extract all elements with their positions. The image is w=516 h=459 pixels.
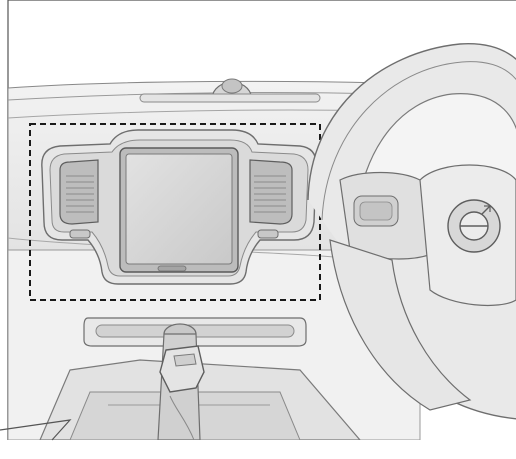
right-air-vent	[249, 159, 293, 239]
center-display-screen	[119, 147, 239, 273]
corner-tab-line	[0, 419, 72, 441]
gear-selector	[157, 323, 205, 440]
steering-emblem-icon	[447, 199, 501, 253]
left-air-vent	[59, 159, 99, 239]
highlight-region-box	[29, 123, 321, 301]
sensor-dome	[139, 78, 321, 103]
steering-wheel	[307, 43, 516, 420]
